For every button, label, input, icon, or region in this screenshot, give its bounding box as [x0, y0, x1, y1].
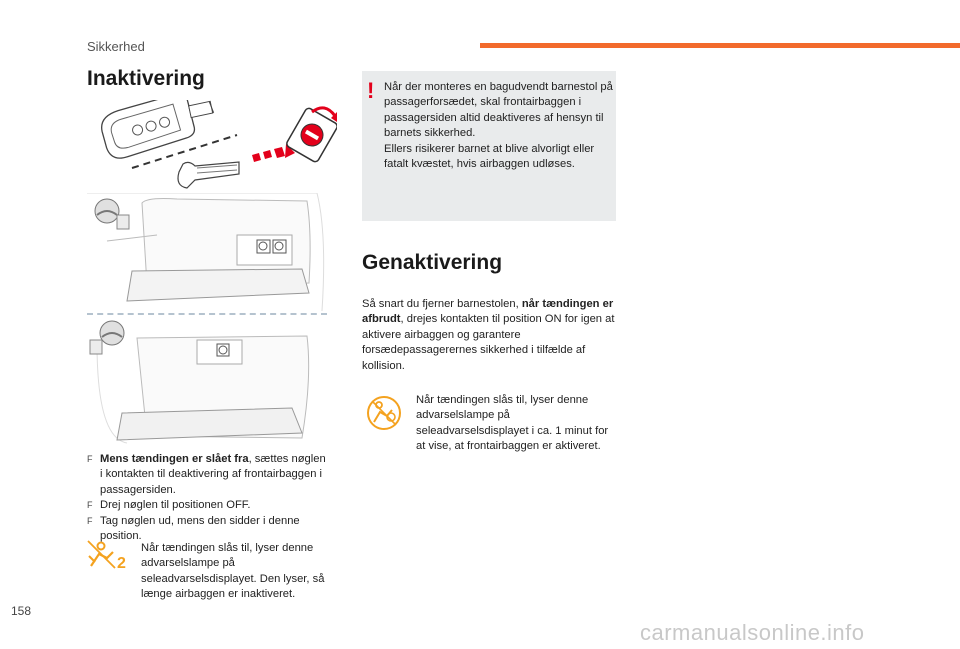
glovebox-illustration-open [89, 320, 310, 444]
key-blade [177, 161, 240, 189]
instruction-bold: Mens tændingen er slået fra [100, 453, 249, 465]
glovebox-illustration-closed [87, 193, 325, 311]
header-accent-bar [480, 43, 960, 48]
warning-text: Når der monteres en bagudvendt barnestol… [384, 80, 614, 172]
watermark: carmanualsonline.info [640, 620, 865, 645]
illustration-divider [87, 313, 327, 315]
page-number: 158 [11, 604, 32, 618]
airbag-off-warning-icon: 2 [87, 540, 126, 570]
instruction-text: Tag nøglen ud, mens den sidder i denne p… [100, 514, 300, 543]
instruction-text: , sættes nøglen i kontakten til deaktive… [100, 453, 326, 496]
key-illustration [101, 100, 337, 189]
reactivation-text-start: Så snart du fjerner barnestolen, [362, 298, 522, 310]
insert-arrow-icon [252, 144, 295, 162]
warning-box [362, 71, 616, 221]
warning-text-2: Ellers risikerer barnet at blive alvorli… [384, 142, 595, 171]
heading-inaktivering: Inaktivering [87, 67, 205, 90]
instruction-item: F Tag nøglen ud, mens den sidder i denne… [87, 514, 327, 545]
instruction-item: F Drej nøglen til positionen OFF. [87, 498, 327, 513]
section-label: Sikkerhed [87, 39, 145, 54]
reactivation-text-bold: når tændingen er afbrudt [362, 298, 614, 326]
airbag-off-icon-label: 2 [117, 555, 126, 570]
heading-genaktivering: Genaktivering [362, 251, 503, 274]
reactivation-paragraph: Så snart du fjerner barnestolen, når tæn… [362, 297, 618, 374]
airbag-switch [286, 107, 337, 163]
instruction-text: Drej nøglen til positionen OFF. [100, 499, 251, 512]
bullet-marker: F [87, 515, 93, 526]
instruction-item: F Mens tændingen er slået fra, sættes nø… [87, 452, 327, 498]
airbag-on-note: Når tændingen slås til, lyser denne adva… [416, 394, 609, 453]
airbag-on-warning-icon [367, 396, 401, 430]
bullet-marker: F [87, 454, 93, 464]
warning-mark-icon: ! [367, 78, 375, 103]
instruction-list: F Mens tændingen er slået fra, sættes nø… [87, 452, 327, 544]
airbag-off-note: Når tændingen slås til, lyser denne adva… [141, 542, 325, 601]
bullet-marker: F [87, 500, 93, 511]
key-fob [101, 100, 215, 159]
reactivation-text-end: , drejes kontakten til position ON for i… [362, 313, 615, 372]
warning-text-1: Når der monteres en bagudvendt barnestol… [384, 81, 613, 140]
